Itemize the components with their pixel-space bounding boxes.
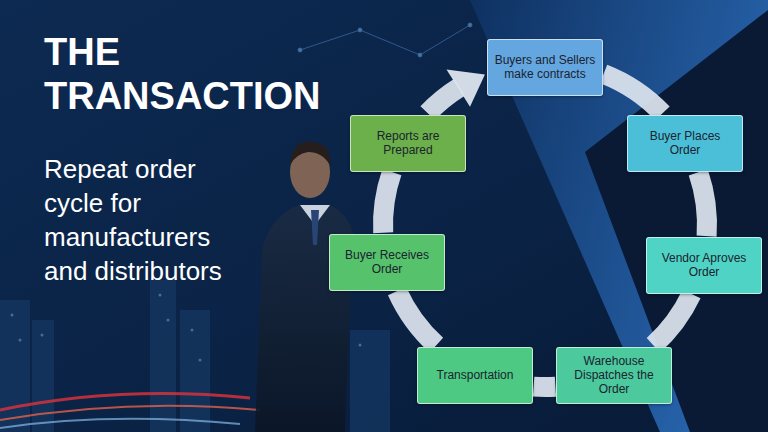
box-label: Buyer Places Order [634,129,736,157]
box-label: Buyer Receives Order [336,248,438,276]
cycle-arc [698,172,707,236]
process-box: Vendor Aproves Order [646,237,762,294]
box-label: Vendor Aproves Order [653,251,755,279]
arrow-head [447,70,485,107]
slide-subtitle: Repeat order cycle for manufacturers and… [44,152,249,288]
slide-title: THE TRANSACTION [44,30,344,118]
cycle-arrow [383,172,392,233]
box-label: Buyers and Sellers make contracts [494,53,596,81]
process-box: Buyers and Sellers make contracts [487,39,603,96]
process-box: Warehouse Dispatches the Order [556,347,672,404]
cycle-arc [604,74,663,113]
cycle-arrow [604,74,663,113]
cycle-arc [653,294,691,345]
process-box: Buyer Receives Order [329,234,445,291]
box-label: Reports are Prepared [357,129,459,157]
cycle-arc [534,377,556,397]
cycle-arc [428,87,460,113]
process-box: Buyer Places Order [627,115,743,172]
box-label: Warehouse Dispatches the Order [563,354,665,396]
cycle-arrow [653,294,691,345]
cycle-arc [397,291,436,345]
cycle-arrow [428,70,485,114]
box-label: Transportation [437,368,514,382]
process-box: Transportation [417,347,533,404]
cycle-arc [383,172,392,233]
cycle-arrow [397,291,436,345]
process-box: Reports are Prepared [350,115,466,172]
cycle-arrow [698,172,707,236]
cycle-arrow [534,386,556,387]
